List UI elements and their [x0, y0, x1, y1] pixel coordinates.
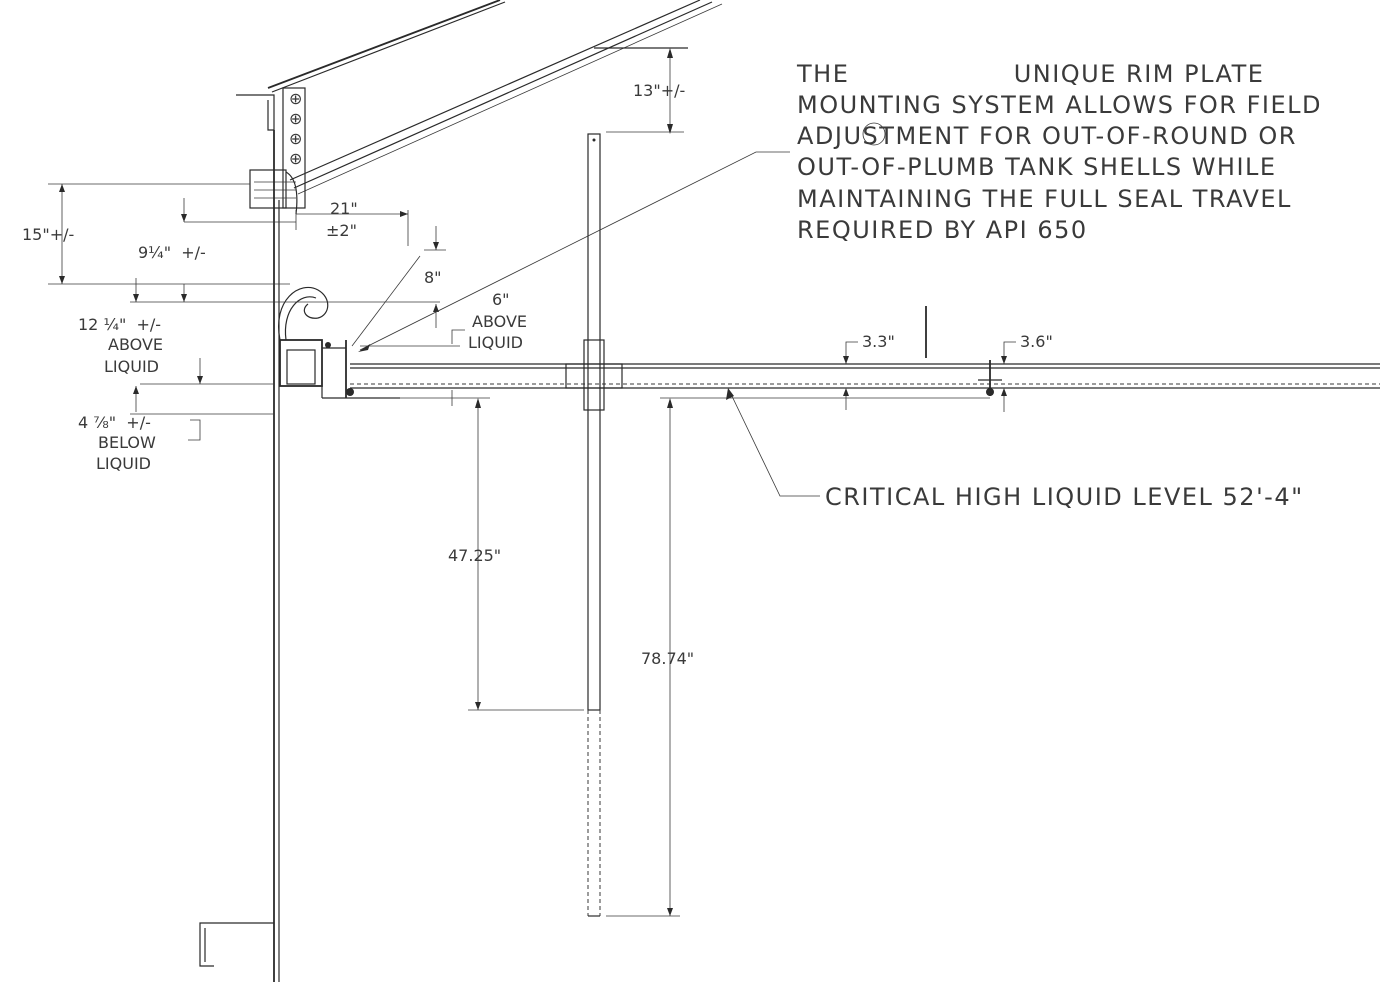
dim-7874-label: 78.74": [641, 649, 694, 668]
note-block: THE UNIQUE RIM PLATE MOUNTING SYSTEM ALL…: [796, 60, 1322, 244]
rim-seal-assembly: [278, 286, 400, 399]
dim-21-label: 21": [330, 199, 358, 218]
svg-text:⊕: ⊕: [289, 109, 302, 128]
note-line-3: ADJUSTMENT FOR OUT-OF-ROUND OR: [797, 122, 1297, 150]
dim-36-label: 3.6": [1020, 332, 1053, 351]
dim-9-label: 9¼" +/-: [138, 243, 206, 262]
roof-bracket: ⊕ ⊕ ⊕ ⊕: [236, 87, 306, 215]
critical-level-label: CRITICAL HIGH LIQUID LEVEL 52'-4": [825, 483, 1304, 511]
leader-lines: [351, 151, 820, 497]
note-line-2: MOUNTING SYSTEM ALLOWS FOR FIELD: [797, 91, 1322, 119]
dim-4-below: BELOW: [98, 433, 156, 452]
note-line-1: THE UNIQUE RIM PLATE: [796, 60, 1264, 88]
dim-15-label: 15"+/-: [22, 225, 74, 244]
svg-text:⊕: ⊕: [289, 89, 302, 108]
tank-shell: [199, 130, 280, 982]
dim-33-label: 3.3": [862, 332, 895, 351]
tank-roof: [267, 0, 723, 195]
note-line-5: MAINTAINING THE FULL SEAL TRAVEL: [797, 185, 1292, 213]
dim-21-tolerance: ±2": [326, 221, 357, 240]
dim-4-liquid: LIQUID: [96, 454, 151, 473]
dim-6-label: 6": [492, 290, 510, 309]
dimension-lines: [48, 48, 1016, 917]
dim-4-label: 4 ⅞" +/-: [78, 413, 151, 432]
dim-8-label: 8": [424, 268, 442, 287]
dim-4725-label: 47.25": [448, 546, 501, 565]
dimension-labels: 13"+/- 15"+/- 9¼" +/- 21" ±2" 8" 6" ABOV…: [22, 81, 1053, 668]
svg-text:⊕: ⊕: [289, 149, 302, 168]
dim-12-liquid: LIQUID: [104, 357, 159, 376]
dim-12-label: 12 ¼" +/-: [78, 315, 161, 334]
floating-deck: [350, 360, 1380, 396]
svg-text:⊕: ⊕: [289, 129, 302, 148]
dim-6-above: ABOVE: [472, 312, 527, 331]
dim-12-above: ABOVE: [108, 335, 163, 354]
note-line-6: REQUIRED BY API 650: [797, 216, 1088, 244]
support-leg: [583, 133, 605, 917]
dim-13-label: 13"+/-: [633, 81, 685, 100]
dim-6-liquid: LIQUID: [468, 333, 523, 352]
note-line-4: OUT-OF-PLUMB TANK SHELLS WHILE: [797, 153, 1277, 181]
